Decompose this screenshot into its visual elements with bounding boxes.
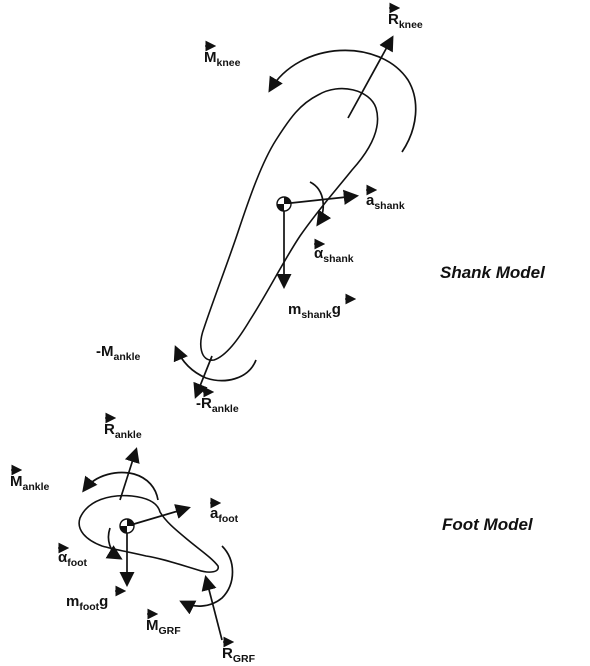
shank-ankle-moment-arc [173, 345, 257, 382]
foot-acceleration-arrow [133, 504, 191, 525]
svg-text:Rknee: Rknee [388, 11, 423, 31]
shank-angular-accel-arc [309, 181, 332, 227]
foot-model-title: Foot Model [442, 515, 534, 534]
svg-text:Mankle: Mankle [10, 473, 50, 493]
shank-ankle-force-arrow [193, 355, 213, 399]
label-a-foot: afoot [210, 497, 239, 525]
foot-center-of-mass-icon [119, 518, 135, 534]
svg-text:Mknee: Mknee [204, 49, 241, 69]
label-m-knee: Mknee [204, 40, 241, 69]
svg-text:αshank: αshank [314, 245, 354, 265]
foot-segment [78, 494, 220, 573]
label-r-grf: RGRF [222, 636, 256, 665]
svg-text:-Rankle: -Rankle [196, 395, 239, 415]
label-alpha-foot: αfoot [58, 542, 88, 569]
grf-force-arrow [201, 575, 223, 641]
label-m-grf: MGRF [146, 608, 181, 637]
label-r-ankle: Rankle [104, 412, 142, 441]
svg-text:αfoot: αfoot [58, 549, 88, 569]
label-r-knee: Rknee [388, 2, 423, 31]
svg-text:afoot: afoot [210, 505, 239, 525]
svg-text:RGRF: RGRF [222, 645, 256, 665]
foot-outline [78, 494, 220, 573]
shank-model-title: Shank Model [440, 263, 546, 282]
foot-angular-accel-arc [105, 527, 123, 560]
label-a-shank: ashank [366, 184, 405, 212]
shank-center-of-mass-icon [276, 196, 292, 212]
label-m-foot-g: mfootg [66, 585, 127, 613]
grf-moment-arc [179, 545, 234, 615]
svg-text:ashank: ashank [366, 192, 405, 212]
label-m-shank-g: mshankg [288, 293, 357, 321]
svg-text:Rankle: Rankle [104, 421, 142, 441]
foot-ankle-force-arrow [119, 447, 140, 501]
knee-force-arrow [347, 35, 394, 119]
label-neg-r-ankle: -Rankle [196, 386, 239, 415]
knee-moment-arc [268, 49, 417, 153]
svg-text:-Mankle: -Mankle [96, 343, 141, 363]
label-alpha-shank: αshank [314, 238, 354, 265]
svg-text:MGRF: MGRF [146, 617, 181, 637]
label-neg-m-ankle: -Mankle [96, 343, 141, 363]
svg-text:mfootg: mfootg [66, 593, 108, 613]
label-m-ankle: Mankle [10, 464, 50, 493]
foot-ankle-moment-arc [82, 471, 159, 501]
shank-outline [200, 87, 379, 361]
shank-segment [200, 87, 379, 361]
svg-text:mshankg: mshankg [288, 301, 341, 321]
